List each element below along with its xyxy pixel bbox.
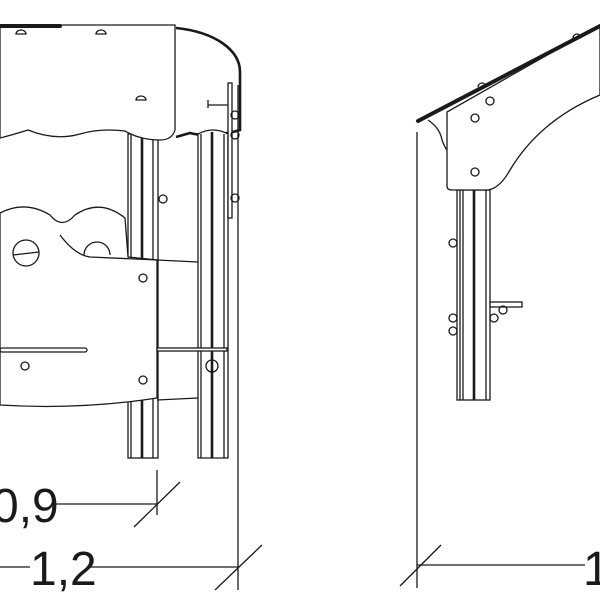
dimension-label-inner: 0,9 <box>0 480 59 533</box>
post-right <box>197 82 240 459</box>
bolt-icon <box>158 194 168 204</box>
sign-board <box>0 206 158 408</box>
front-view: 0,9 1,2 <box>0 24 263 596</box>
screw-icon <box>12 239 40 267</box>
side-view: 1 <box>399 24 600 596</box>
roof-panel <box>0 24 176 141</box>
dimension-label-outer: 1,2 <box>30 543 97 596</box>
side-post <box>448 189 523 401</box>
dimension-label-side: 1 <box>583 543 600 596</box>
side-bracket <box>446 24 600 191</box>
side-roof <box>416 24 600 123</box>
